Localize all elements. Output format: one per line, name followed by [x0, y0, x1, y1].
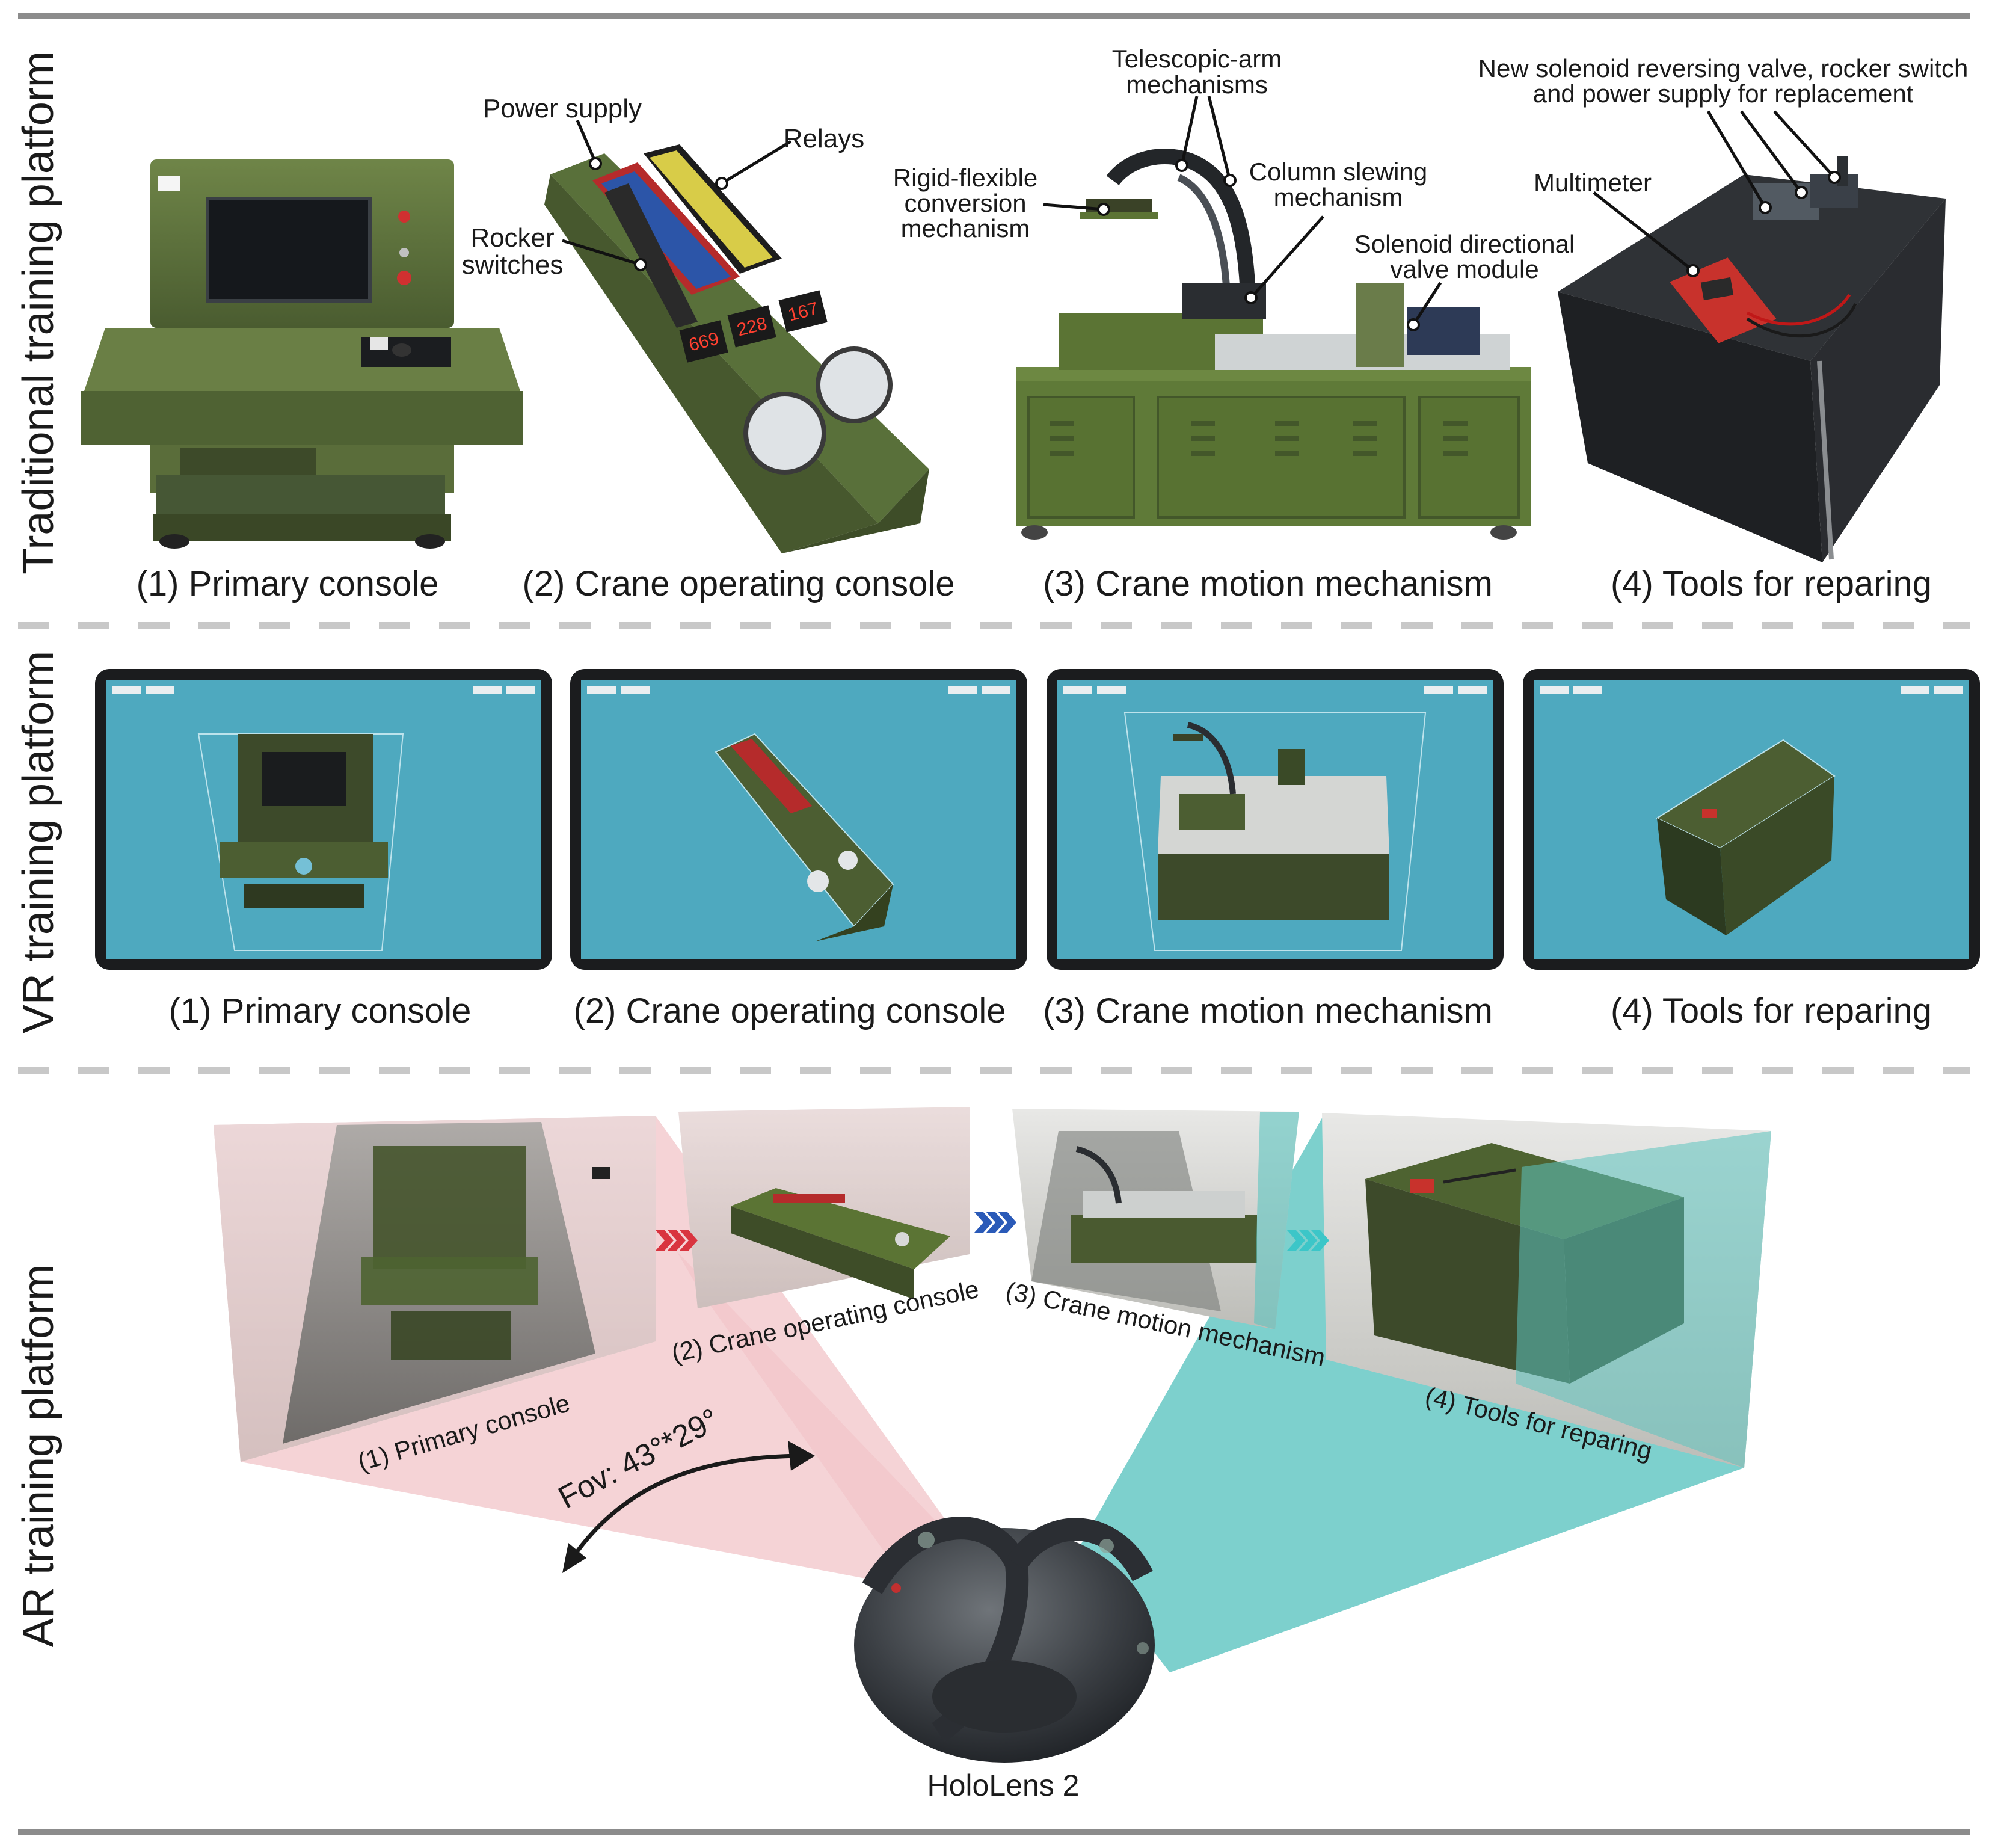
- label-column-slewing-2: mechanism: [1274, 183, 1403, 211]
- hololens-label: HoloLens 2: [927, 1769, 1080, 1802]
- callout-dot: [1407, 318, 1420, 331]
- caption-vr-4: (4) Tools for reparing: [1611, 991, 1932, 1030]
- ar-panel-crane-console: [678, 1107, 970, 1308]
- ar-panel-repair-tools: [1322, 1113, 1771, 1468]
- vr-tablet-4: [1523, 669, 1980, 970]
- callout-lines-crane-motion: [1043, 96, 1442, 326]
- callout-dot: [1828, 171, 1841, 184]
- callout-dot: [1223, 174, 1237, 187]
- callout-dot: [634, 258, 647, 271]
- callout-dot: [589, 157, 602, 170]
- caption-trad-1: (1) Primary console: [137, 564, 439, 603]
- caption-trad-3: (3) Crane motion mechanism: [1043, 564, 1493, 603]
- ar-panel-crane-motion: [1012, 1109, 1299, 1329]
- label-power-supply: Power supply: [483, 94, 642, 123]
- label-telescopic-arm-2: mechanisms: [1126, 70, 1268, 99]
- callout-dot: [1244, 291, 1258, 304]
- label-solenoid-module-2: valve module: [1390, 255, 1538, 283]
- section-title-traditional: Traditional training platform: [14, 51, 63, 574]
- chevron-arrow-blue: [974, 1212, 1016, 1233]
- callout-dot: [1686, 264, 1700, 277]
- callout-dot: [1795, 186, 1808, 199]
- label-rocker-switches-2: switches: [462, 250, 564, 280]
- caption-trad-4: (4) Tools for reparing: [1611, 564, 1932, 603]
- callout-dot: [1759, 201, 1772, 214]
- label-new-solenoid-1: New solenoid reversing valve, rocker swi…: [1478, 54, 1969, 82]
- callout-dot: [715, 177, 728, 190]
- fov-cone-pink-inner: [677, 1251, 977, 1594]
- chevron-arrow-red: [656, 1230, 698, 1251]
- label-relays: Relays: [784, 124, 865, 153]
- photo-crane-motion-mechanism: [1016, 149, 1531, 540]
- label-multimeter: Multimeter: [1534, 168, 1652, 197]
- vr-tablet-2: [570, 669, 1027, 970]
- fov-arc: [567, 1453, 807, 1565]
- callout-dot: [1175, 159, 1188, 172]
- photo-primary-console: [81, 159, 523, 549]
- label-rigid-flexible-2: conversion: [904, 189, 1026, 217]
- label-new-solenoid-2: and power supply for replacement: [1533, 79, 1914, 108]
- hololens-device: [854, 1517, 1155, 1763]
- callout-lines-crane-console: [562, 120, 792, 266]
- chevron-arrow-teal: [1287, 1230, 1329, 1251]
- caption-vr-2: (2) Crane operating console: [574, 991, 1006, 1030]
- callout-dot: [1097, 203, 1110, 216]
- label-column-slewing-1: Column slewing: [1249, 158, 1427, 186]
- caption-vr-1: (1) Primary console: [169, 991, 472, 1030]
- fov-arrowhead-left: [562, 1543, 586, 1573]
- photo-repair-tools: [1558, 156, 1946, 562]
- label-solenoid-module-1: Solenoid directional: [1354, 230, 1575, 258]
- fov-arrowhead-right: [788, 1441, 815, 1471]
- caption-trad-2: (2) Crane operating console: [523, 564, 955, 603]
- section-title-vr: VR training platform: [14, 651, 63, 1033]
- vr-tablet-3: [1047, 669, 1504, 970]
- vr-tablet-1: [95, 669, 552, 970]
- ar-panel-primary-console: [214, 1116, 656, 1462]
- caption-vr-3: (3) Crane motion mechanism: [1043, 991, 1493, 1030]
- photo-crane-operating-console: 669 228 167: [544, 144, 929, 553]
- label-rigid-flexible-3: mechanism: [901, 214, 1030, 242]
- callout-lines-tools: [1593, 110, 1836, 272]
- label-rocker-switches-1: Rocker: [470, 223, 554, 253]
- label-telescopic-arm-1: Telescopic-arm: [1112, 45, 1282, 73]
- section-title-ar: AR training platform: [14, 1264, 63, 1647]
- label-rigid-flexible-1: Rigid-flexible: [893, 164, 1037, 192]
